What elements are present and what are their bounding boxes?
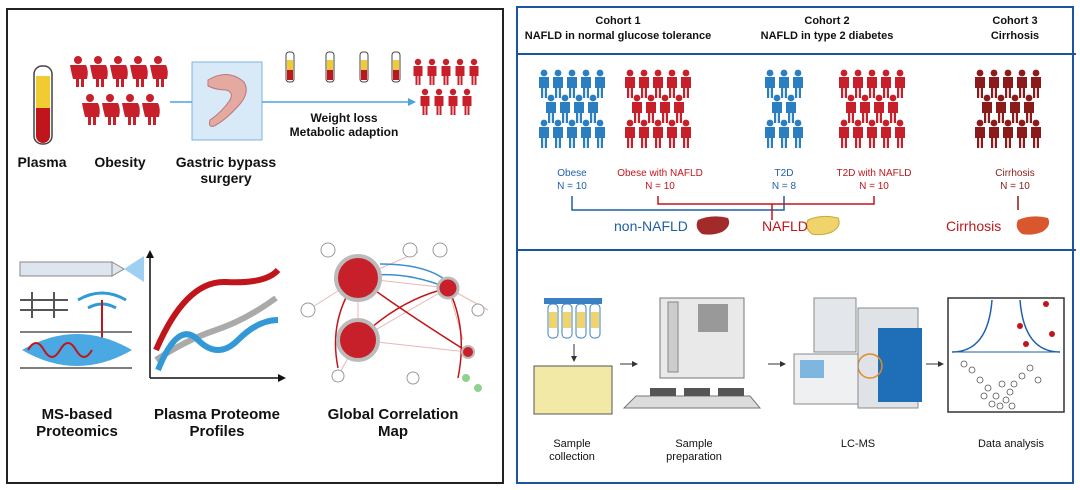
- lc-ms-instrument-icon: [793, 297, 922, 409]
- liver-icon-nafld: [806, 215, 840, 236]
- profiles-label-line1: Plasma Proteome: [154, 406, 280, 423]
- volcano-plot-icon: [947, 297, 1065, 413]
- liquid-handler-icon: [622, 297, 762, 409]
- liver-icon-cirrhosis: [1016, 216, 1050, 235]
- nafld-bracket: [657, 196, 875, 205]
- outcome-label-line2: Metabolic adaption: [289, 124, 399, 139]
- category-cirrhosis: Cirrhosis: [946, 218, 1002, 234]
- step-sample-preparation-line1: Sample: [675, 438, 713, 450]
- cohort-2-title: Cohort 2: [804, 15, 850, 27]
- sample-tubes-icon: [533, 298, 613, 415]
- group-cirrhosis-name: Cirrhosis: [995, 168, 1035, 179]
- group-t2d-nafld: T2D with NAFLD N = 10: [824, 168, 924, 193]
- proteome-profiles-plot: [146, 250, 286, 382]
- step-sample-collection-line2: collection: [549, 451, 595, 464]
- group-t2d-nafld-name: T2D with NAFLD: [836, 168, 912, 179]
- arrow-2-head-icon: [780, 361, 786, 367]
- group-obese-n: N = 10: [557, 180, 587, 192]
- step-lc-ms: LC-MS: [840, 438, 876, 450]
- cohort-1-header: Cohort 1 NAFLD in normal glucose toleran…: [518, 14, 718, 45]
- cohort-3-title: Cohort 3: [992, 15, 1038, 27]
- outcome-label-line1: Weight loss: [310, 111, 378, 125]
- obesity-group-icon: [70, 56, 168, 125]
- t2d-nafld-group-figures: [839, 69, 905, 148]
- plasma-label: Plasma: [17, 154, 67, 170]
- ms-proteomics-label: MS-based Proteomics: [12, 406, 142, 441]
- study-design-graphics: [518, 53, 1076, 415]
- group-obese-nafld-name: Obese with NAFLD: [617, 168, 703, 179]
- cohort-2-header: Cohort 2 NAFLD in type 2 diabetes: [742, 14, 912, 45]
- obese-group-figures: [539, 69, 605, 148]
- group-t2d-n: N = 8: [771, 180, 797, 192]
- cohort-2-subtitle: NAFLD in type 2 diabetes: [760, 30, 894, 43]
- plasma-tube-icon: [33, 65, 53, 145]
- step-sample-preparation: Sample preparation: [654, 438, 734, 464]
- category-nafld: NAFLD: [762, 218, 808, 234]
- arrow-3-head-icon: [938, 361, 944, 367]
- group-obese-name: Obese: [557, 168, 587, 179]
- group-obese-nafld-n: N = 10: [645, 180, 675, 192]
- surgery-label: Gastric bypass surgery: [168, 154, 284, 186]
- ms-proteomics-label-line1: MS-based: [41, 406, 113, 423]
- timepoint-tubes-icon: [285, 51, 401, 83]
- ms-proteomics-icon: [19, 256, 144, 369]
- arrow-1-head-icon: [632, 361, 638, 367]
- t2d-group-figures: [765, 69, 803, 148]
- step-sample-collection: Sample collection: [532, 438, 612, 464]
- weight-loss-group-icon: [413, 58, 479, 115]
- study-design-panel: Cohort 1 NAFLD in normal glucose toleran…: [516, 6, 1076, 484]
- group-t2d-nafld-n: N = 10: [859, 180, 889, 192]
- overview-graphics: [19, 51, 489, 392]
- correlation-map-icon: [300, 242, 489, 392]
- cohort-3-subtitle: Cirrhosis: [990, 30, 1040, 43]
- step-data-analysis: Data analysis: [977, 438, 1045, 450]
- cohort-1-title: Cohort 1: [595, 15, 641, 27]
- non-nafld-bracket: [571, 196, 785, 211]
- outcome-label: Weight loss Metabolic adaption: [284, 111, 404, 140]
- group-t2d-name: T2D: [774, 168, 794, 179]
- gastric-bypass-icon: [191, 61, 263, 141]
- profiles-label-line2: Profiles: [189, 423, 245, 441]
- correlation-map-label-line1: Global Correlation: [327, 406, 459, 423]
- profiles-label: Plasma Proteome Profiles: [142, 406, 292, 441]
- group-t2d: T2D N = 8: [754, 168, 814, 193]
- group-obese: Obese N = 10: [542, 168, 602, 193]
- cohort-1-subtitle: NAFLD in normal glucose tolerance: [524, 30, 712, 43]
- surgery-label-line1: Gastric bypass: [175, 154, 277, 170]
- step-sample-collection-line1: Sample: [553, 438, 591, 450]
- surgery-label-line2: surgery: [200, 170, 252, 187]
- overview-panel: Plasma Obesity Gastric bypass surgery We…: [6, 8, 504, 484]
- group-cirrhosis: Cirrhosis N = 10: [980, 168, 1050, 193]
- correlation-map-label-line2: Map: [378, 423, 408, 441]
- ms-proteomics-label-line2: Proteomics: [36, 423, 118, 441]
- category-non-nafld: non-NAFLD: [614, 218, 688, 234]
- cohort-3-header: Cohort 3 Cirrhosis: [970, 14, 1060, 45]
- group-cirrhosis-n: N = 10: [1000, 180, 1030, 192]
- group-obese-nafld: Obese with NAFLD N = 10: [610, 168, 710, 193]
- step-sample-preparation-line2: preparation: [666, 451, 722, 464]
- obese-nafld-group-figures: [625, 69, 691, 148]
- cirrhosis-group-figures: [975, 69, 1041, 148]
- obesity-label: Obesity: [94, 154, 146, 170]
- arrow-head-icon: [408, 98, 416, 106]
- correlation-map-label: Global Correlation Map: [308, 406, 478, 441]
- liver-icon-non-nafld: [696, 216, 730, 235]
